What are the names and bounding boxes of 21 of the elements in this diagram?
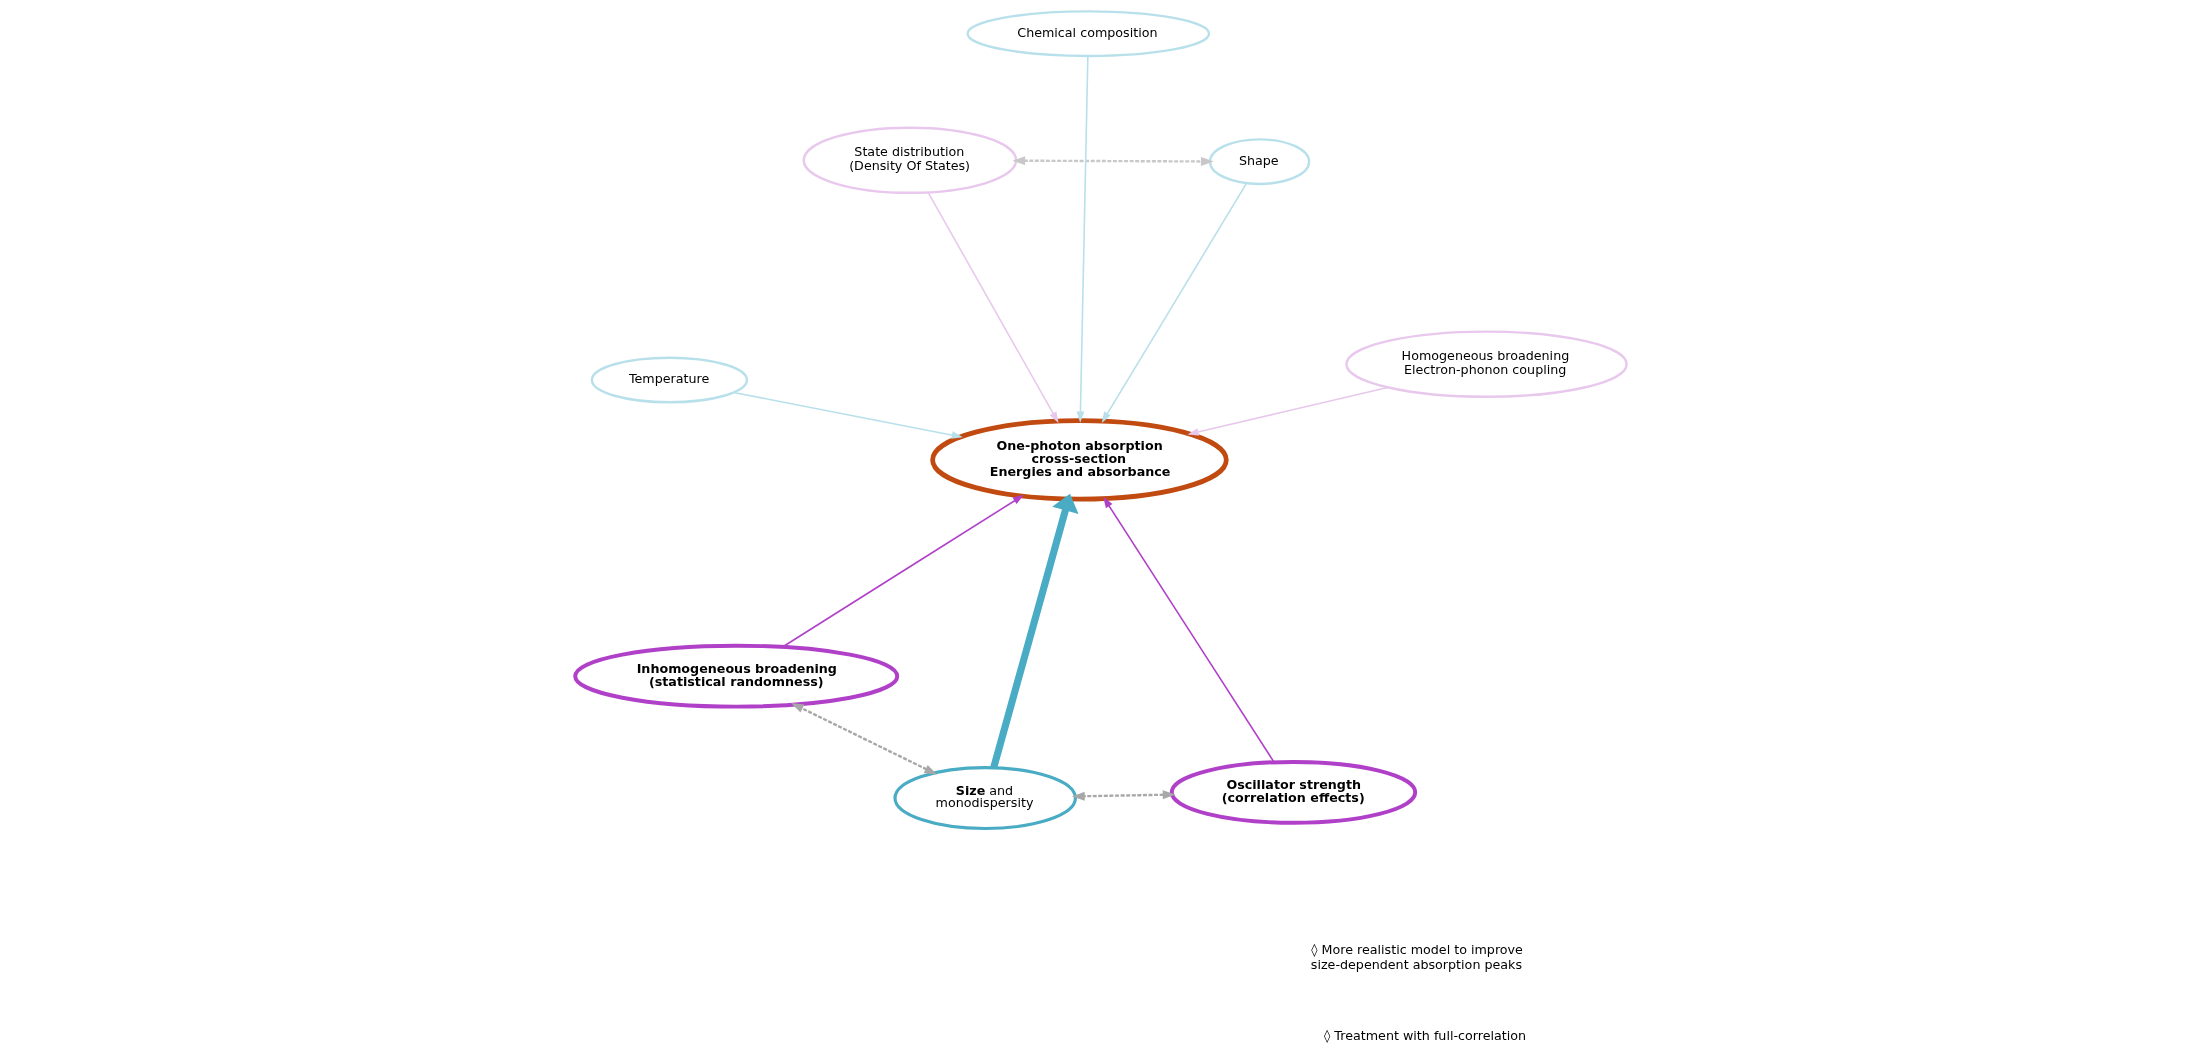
arrow bbox=[781, 494, 1024, 648]
arrow bbox=[926, 191, 1059, 423]
arrow bbox=[1102, 496, 1275, 764]
node-ellipse: State distribution (Density Of States) bbox=[802, 126, 1017, 194]
arrow bbox=[790, 702, 937, 775]
arrow bbox=[1076, 55, 1089, 423]
node-ellipse: Inhomogeneous broadening (statistical randomness) bbox=[572, 643, 899, 709]
arrow bbox=[1101, 182, 1247, 423]
node-ellipse: Chemical composition bbox=[965, 10, 1210, 58]
arrow bbox=[1011, 156, 1214, 166]
arrow bbox=[989, 493, 1078, 769]
label: ◊ More realistic model to improve size-dependent absorption peaks bbox=[1310, 942, 1523, 972]
arrow bbox=[1187, 386, 1389, 436]
node-ellipse: Shape bbox=[1208, 138, 1310, 186]
node-ellipse: Oscillator strength (correlation effects) bbox=[1169, 759, 1417, 825]
arrow bbox=[732, 391, 963, 439]
node-ellipse: One-photon absorption cross-section Energies and absorbance bbox=[929, 418, 1229, 502]
label: ◊ Treatment with full-correlation bbox=[1323, 1027, 1526, 1043]
node-ellipse: Temperature bbox=[590, 356, 748, 404]
node-ellipse: Homogeneous broadening Electron-phonon coupling bbox=[1344, 330, 1628, 398]
arrow bbox=[1071, 790, 1175, 801]
